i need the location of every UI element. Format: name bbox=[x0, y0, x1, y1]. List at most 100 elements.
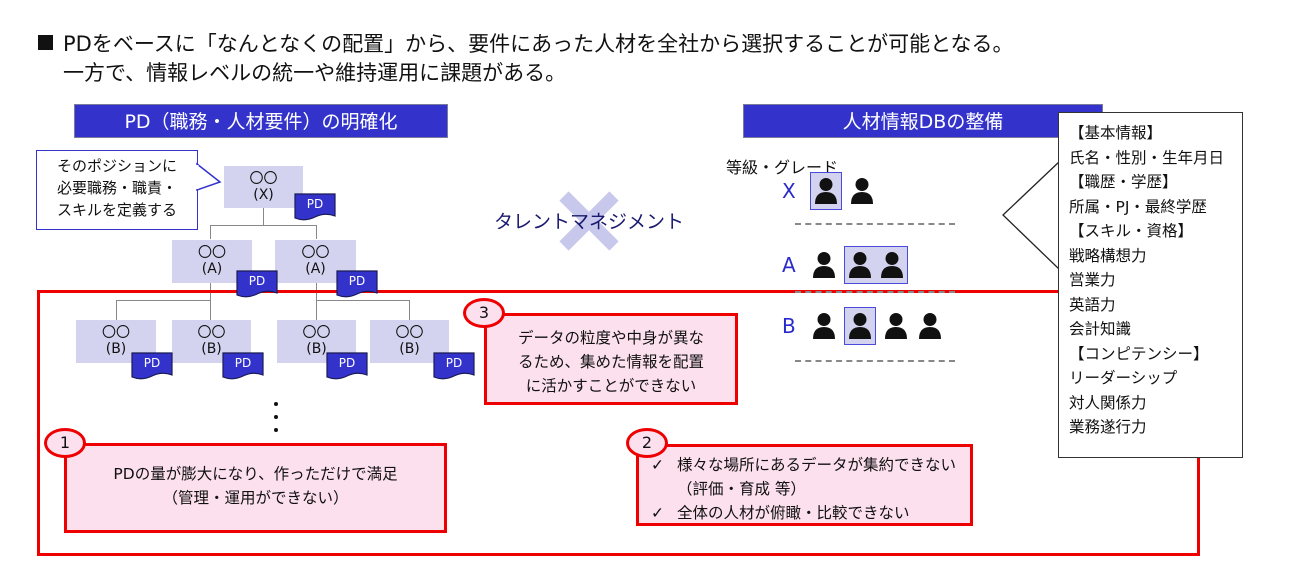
org-connector bbox=[263, 207, 264, 226]
node-name: 〇〇 bbox=[395, 325, 424, 341]
headline-line-1: PDをベースに「なんとなくの配置」から、要件にあった人材を全社から選択することが… bbox=[63, 32, 1014, 56]
issue-number-badge: 1 bbox=[44, 428, 86, 458]
selected-talent-highlight bbox=[844, 307, 876, 345]
db-section-header: 人材情報DBの整備 bbox=[743, 104, 1103, 138]
info-category: 【基本情報】 bbox=[1069, 124, 1163, 142]
talent-info-list: 【基本情報】氏名・性別・生年月日【職歴・学歴】所属・PJ・最終学歴【スキル・資格… bbox=[1058, 112, 1243, 458]
grade-row-a: A bbox=[782, 246, 914, 284]
talent-management-label: タレントマネジメント bbox=[494, 211, 685, 233]
node-grade: (X) bbox=[253, 187, 274, 203]
node-name: 〇〇 bbox=[197, 325, 226, 341]
node-grade: (A) bbox=[201, 261, 223, 277]
selected-talent-highlight bbox=[844, 246, 908, 284]
info-category: 【スキル・資格】 bbox=[1069, 222, 1194, 240]
info-item: 英語力 bbox=[1069, 295, 1116, 314]
node-name: 〇〇 bbox=[301, 245, 330, 261]
info-item: 所属・PJ・最終学歴 bbox=[1069, 197, 1207, 216]
callout-line: スキルを定義する bbox=[56, 201, 177, 219]
node-name: 〇〇 bbox=[102, 325, 130, 341]
person-icon bbox=[880, 251, 904, 279]
info-item: 営業力 bbox=[1069, 271, 1116, 289]
issue-item: ✓全体の人材が俯瞰・比較できない bbox=[651, 501, 970, 525]
pd-section-header: PD（職務・人材要件）の明確化 bbox=[74, 104, 448, 138]
info-item: 氏名・性別・生年月日 bbox=[1069, 148, 1225, 167]
info-item: 対人関係力 bbox=[1069, 393, 1147, 412]
person-icon bbox=[848, 312, 872, 340]
check-icon: ✓ bbox=[651, 456, 664, 474]
org-connector bbox=[210, 300, 211, 320]
issue-item: （評価・育成 等） bbox=[677, 480, 806, 498]
info-category: 【コンピテンシー】 bbox=[1069, 344, 1209, 363]
org-connector bbox=[316, 300, 409, 301]
org-connector bbox=[409, 300, 410, 320]
person-icon bbox=[812, 251, 836, 279]
issue-text-line: データの粒度や中身が異な bbox=[517, 329, 704, 347]
issue-text-line: PDの量が膨大になり、作っただけで満足 bbox=[113, 465, 398, 483]
person-icon bbox=[814, 177, 838, 205]
square-bullet-icon bbox=[38, 35, 53, 50]
person-icon bbox=[848, 251, 872, 279]
node-grade: (B) bbox=[201, 341, 222, 357]
pd-document-icon: PD bbox=[294, 193, 336, 221]
org-connector bbox=[210, 225, 316, 226]
person-icon bbox=[918, 312, 942, 340]
node-grade: (B) bbox=[306, 341, 327, 357]
node-name: 〇〇 bbox=[198, 245, 226, 261]
pd-document-icon: PD bbox=[433, 352, 475, 380]
issue-text-line: （管理・運用ができない） bbox=[162, 489, 349, 507]
info-category: 【職歴・学歴】 bbox=[1069, 173, 1178, 191]
callout-line: そのポジションに bbox=[56, 157, 177, 175]
grade-row-b: B bbox=[782, 307, 950, 345]
grade-divider bbox=[795, 223, 955, 225]
pd-document-icon: PD bbox=[236, 270, 278, 298]
info-item: 業務遂行力 bbox=[1069, 418, 1147, 436]
pd-document-icon: PD bbox=[222, 352, 264, 380]
pd-document-icon: PD bbox=[131, 352, 173, 380]
pd-document-icon: PD bbox=[326, 352, 368, 380]
org-connector bbox=[116, 300, 117, 320]
issue-number-badge: 2 bbox=[626, 428, 668, 458]
issue-box-1: PDの量が膨大になり、作っただけで満足 （管理・運用ができない） bbox=[64, 443, 447, 533]
grade-divider bbox=[795, 291, 955, 293]
check-icon: ✓ bbox=[651, 504, 664, 522]
issue-item: ✓様々な場所にあるデータが集約できない bbox=[651, 453, 970, 477]
org-connector bbox=[316, 300, 317, 320]
issue-box-3: データの粒度や中身が異な るため、集めた情報を配置 に活かすことができない bbox=[484, 313, 738, 405]
org-connector bbox=[210, 225, 211, 239]
info-item: 戦略構想力 bbox=[1069, 246, 1147, 265]
grade-letter: A bbox=[782, 253, 796, 277]
info-pointer bbox=[1002, 160, 1062, 272]
pd-document-icon: PD bbox=[336, 270, 378, 298]
callout-line: 必要職務・職責・ bbox=[56, 179, 177, 197]
person-icon bbox=[850, 177, 874, 205]
grade-divider bbox=[795, 360, 955, 362]
person-icon bbox=[884, 312, 908, 340]
org-node-b: 〇〇 (B) bbox=[76, 320, 156, 363]
node-grade: (A) bbox=[305, 261, 326, 277]
org-node-b: 〇〇 (B) bbox=[172, 320, 251, 363]
vertical-ellipsis-icon bbox=[274, 402, 278, 441]
issue-text-line: るため、集めた情報を配置 bbox=[517, 353, 704, 371]
headline-line-2: 一方で、情報レベルの統一や維持運用に課題がある。 bbox=[63, 61, 567, 85]
org-connector bbox=[116, 300, 211, 301]
node-grade: (B) bbox=[399, 341, 420, 357]
headline: PDをベースに「なんとなくの配置」から、要件にあった人材を全社から選択することが… bbox=[38, 30, 1014, 88]
node-grade: (B) bbox=[105, 341, 127, 357]
grade-row-x: X bbox=[782, 172, 882, 210]
grade-letter: B bbox=[782, 314, 796, 338]
info-item: リーダーシップ bbox=[1069, 369, 1178, 387]
callout-pointer bbox=[196, 162, 222, 192]
node-name: 〇〇 bbox=[302, 325, 331, 341]
selected-talent-highlight bbox=[810, 172, 842, 210]
grade-letter: X bbox=[782, 179, 796, 203]
person-icon bbox=[812, 312, 836, 340]
org-node-x: 〇〇 (X) bbox=[224, 166, 303, 208]
issue-text-line: に活かすことができない bbox=[525, 377, 697, 395]
node-name: 〇〇 bbox=[249, 171, 278, 187]
org-node-b: 〇〇 (B) bbox=[277, 320, 356, 363]
issue-number-badge: 3 bbox=[463, 298, 505, 328]
cross-multiply-icon bbox=[559, 191, 619, 251]
definition-callout: そのポジションに 必要職務・職責・ スキルを定義する bbox=[36, 150, 198, 230]
org-connector bbox=[316, 225, 317, 239]
info-item: 会計知識 bbox=[1069, 320, 1132, 338]
